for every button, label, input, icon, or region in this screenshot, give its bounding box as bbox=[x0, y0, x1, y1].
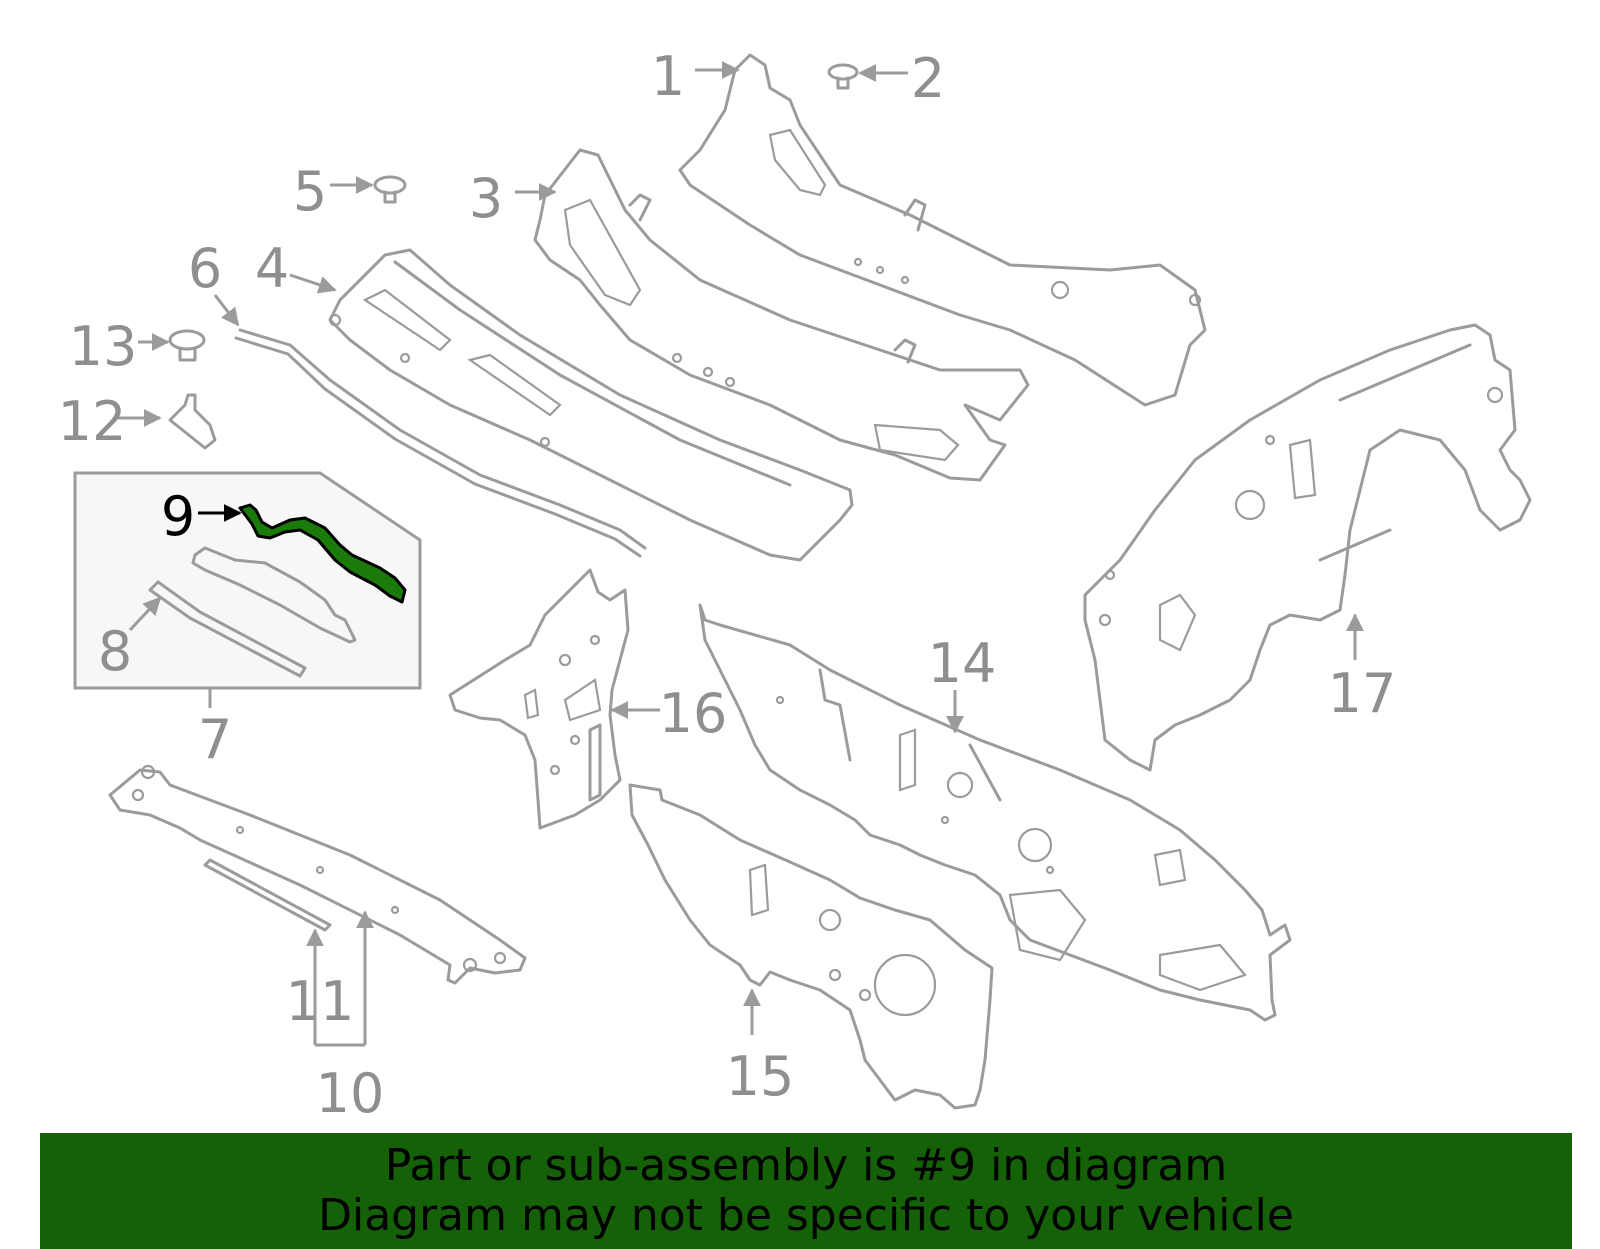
callout-numbers: 1 2 3 4 5 6 7 8 9 10 11 12 13 14 15 16 1… bbox=[58, 45, 1397, 1125]
callout-15: 15 bbox=[726, 1045, 795, 1108]
info-banner: Part or sub-assembly is #9 in diagram Di… bbox=[40, 1133, 1572, 1249]
part-11-strip[interactable] bbox=[203, 858, 332, 932]
banner-disclaimer: Diagram may not be specific to your vehi… bbox=[318, 1190, 1294, 1241]
part-9-seal-highlighted[interactable] bbox=[238, 503, 407, 604]
callout-3: 3 bbox=[469, 167, 503, 230]
part-8-strip[interactable] bbox=[148, 580, 307, 678]
part-14-dash-panel[interactable] bbox=[698, 603, 1292, 1022]
part-1-cowl-top-panel[interactable] bbox=[678, 53, 1207, 407]
callout-7: 7 bbox=[198, 708, 232, 771]
part-5-clip[interactable] bbox=[373, 175, 407, 204]
callout-17: 17 bbox=[1328, 662, 1397, 725]
part-12-bracket[interactable] bbox=[168, 393, 217, 450]
part-3-cowl-panel[interactable] bbox=[533, 148, 1030, 482]
callout-2: 2 bbox=[911, 47, 945, 110]
part-13-clip[interactable] bbox=[168, 329, 206, 362]
callout-1: 1 bbox=[651, 45, 685, 108]
part-2-clip[interactable] bbox=[827, 63, 859, 90]
callout-12: 12 bbox=[58, 390, 127, 453]
part-17-inner-panel[interactable] bbox=[1083, 323, 1532, 772]
callout-9: 9 bbox=[161, 485, 195, 548]
callout-14: 14 bbox=[928, 632, 997, 695]
part-15-insulator[interactable] bbox=[628, 783, 994, 1110]
part-10-cross-member[interactable] bbox=[108, 764, 527, 985]
leader-lines bbox=[118, 61, 1364, 1047]
banner-part-message: Part or sub-assembly is #9 in diagram bbox=[384, 1140, 1228, 1191]
callout-16: 16 bbox=[659, 682, 728, 745]
callout-8: 8 bbox=[98, 620, 132, 683]
subassembly-7-bracket[interactable] bbox=[191, 546, 357, 644]
callout-13: 13 bbox=[69, 315, 138, 378]
callout-6: 6 bbox=[188, 237, 222, 300]
callout-5: 5 bbox=[293, 160, 327, 223]
part-16-side-bracket[interactable] bbox=[448, 568, 630, 830]
part-6-seal[interactable] bbox=[234, 328, 647, 558]
callout-10: 10 bbox=[316, 1062, 385, 1125]
callout-11: 11 bbox=[286, 970, 355, 1033]
part-4-cowl-grille[interactable] bbox=[328, 248, 854, 562]
callout-4: 4 bbox=[255, 237, 289, 300]
